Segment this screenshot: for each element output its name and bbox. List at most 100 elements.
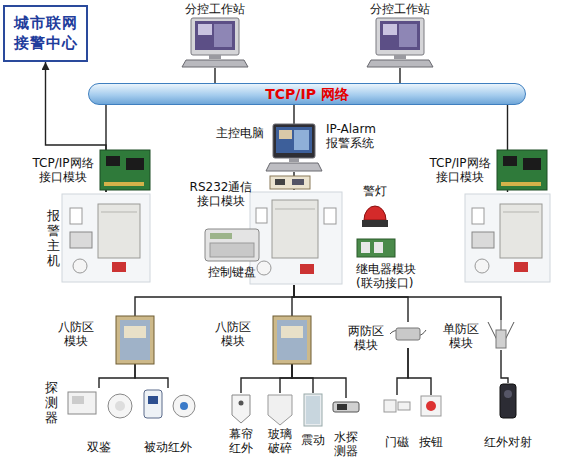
panic-button <box>421 396 441 416</box>
zone-module-terminal <box>281 326 303 338</box>
dual-detector <box>108 394 132 418</box>
detector: 被动红外 <box>140 388 196 436</box>
detector-lens <box>72 396 84 404</box>
network-board <box>497 150 547 190</box>
zone-module-board <box>277 320 307 360</box>
connector <box>135 364 168 388</box>
monitor-stand <box>209 55 221 59</box>
node-label: 报警主机 <box>46 208 61 268</box>
main-computer: 主控电脑IP-Alarm 报警系统 <box>268 124 320 172</box>
panic-button-cap <box>426 401 436 411</box>
node-label: 震动 <box>297 433 329 447</box>
host-cabinet <box>500 204 542 258</box>
node-label: 双鉴 <box>66 440 132 454</box>
cabinet-seam <box>275 209 315 210</box>
monitor-stand <box>289 158 299 162</box>
node-label: 红外对射 <box>478 435 538 449</box>
chip <box>292 179 304 185</box>
chip <box>523 158 541 170</box>
module-wire <box>488 320 514 348</box>
host-cabinet <box>272 200 318 258</box>
node-label: 分控工作站 <box>360 2 440 16</box>
screen-window <box>383 24 397 35</box>
host-backdrop <box>465 194 550 282</box>
door-contact <box>384 400 396 412</box>
monitor <box>273 124 315 158</box>
water-detector-probe <box>337 404 347 410</box>
node-label: 幕帘 红外 <box>225 427 257 455</box>
zone-module: 八防区 模块 <box>273 316 311 364</box>
relay <box>374 242 383 253</box>
single-zone-module <box>496 330 506 348</box>
pir-detector <box>173 395 195 417</box>
detector: 红外对射 <box>494 383 522 419</box>
zone-module: 单防区 模块 <box>483 320 519 350</box>
monitor-stand <box>394 55 406 59</box>
chip <box>106 156 120 166</box>
detector: 水探 测器 <box>332 398 360 416</box>
rs232-board <box>270 176 310 189</box>
chip <box>503 156 517 166</box>
node-label: 主控电脑 <box>206 126 264 140</box>
node-label: 单防区 模块 <box>439 322 483 350</box>
node-label: 门磁 <box>381 435 413 449</box>
alarm-host: TCP/IP网络 接口模块 <box>465 192 550 282</box>
connector <box>397 348 408 395</box>
detector: 玻璃 破碎 <box>266 393 294 425</box>
vibration-detector <box>304 394 322 426</box>
relay <box>361 242 370 253</box>
connector <box>292 364 346 398</box>
relay-board <box>357 239 395 257</box>
chip <box>126 158 144 170</box>
detector-lens <box>148 396 158 404</box>
connector <box>241 364 292 393</box>
keyboard <box>266 163 322 171</box>
connector <box>399 68 400 83</box>
two-zone-module <box>396 328 420 340</box>
connector <box>507 105 508 192</box>
keypad <box>472 232 494 248</box>
alarm-host: RS232通信 接口模块 <box>246 190 342 285</box>
pir-detector <box>144 390 162 418</box>
node-label: 八防区 模块 <box>54 320 98 348</box>
workstation: 分控工作站 <box>183 18 247 68</box>
screen-window <box>198 24 212 35</box>
connector-pins <box>501 182 541 186</box>
detector-lens <box>180 402 188 410</box>
node-label: 两防区 模块 <box>344 324 388 352</box>
siren <box>112 262 126 272</box>
alarm-host: TCP/IP网络 接口模块报警主机 <box>62 192 150 282</box>
control-keypad: 控制键盘 <box>203 228 261 262</box>
node-label: 分控工作站 <box>175 2 255 16</box>
zone-module <box>116 316 154 364</box>
detector <box>475 259 489 273</box>
node-label: 被动红外 <box>138 440 198 454</box>
node-label: 控制键盘 <box>203 265 261 279</box>
host-backdrop <box>62 194 150 282</box>
connector <box>294 285 408 322</box>
connector <box>135 285 294 316</box>
node-label: 按钮 <box>415 435 447 449</box>
node-label: TCP/IP网络 接口模块 <box>425 156 495 184</box>
detector <box>70 208 82 224</box>
monitor <box>191 18 239 55</box>
node-label: 八防区 模块 <box>211 320 255 348</box>
connector <box>293 105 294 124</box>
zone-module-board <box>120 320 150 360</box>
node-label: TCP/IP网络 接口模块 <box>28 156 98 184</box>
screen <box>195 21 235 50</box>
cabinet-seam <box>503 212 539 213</box>
chip <box>275 179 285 185</box>
keypad <box>70 232 92 248</box>
detector-lens <box>504 390 512 398</box>
network-board <box>100 150 150 190</box>
detector-lens <box>239 401 244 406</box>
screen <box>276 127 312 153</box>
screen <box>380 21 420 50</box>
network-bus: TCP/IP 网络 <box>88 83 526 105</box>
connector <box>408 348 431 395</box>
host-backdrop <box>250 192 342 284</box>
node-label: 城市联网 接警中心 <box>8 13 83 53</box>
water-detector <box>333 402 359 412</box>
module-wire <box>390 330 426 336</box>
